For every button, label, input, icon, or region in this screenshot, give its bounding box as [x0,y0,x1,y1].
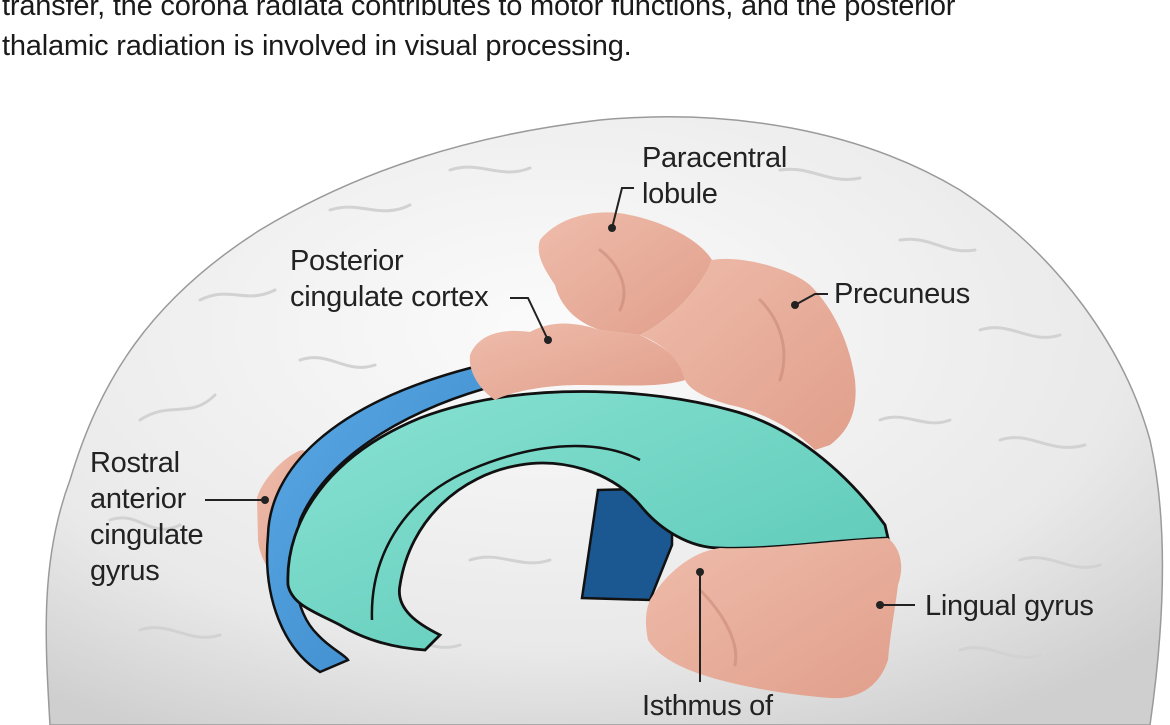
leader-lines [205,187,915,682]
salmon-shading [598,248,786,667]
brain-gyri-texture [108,165,1102,659]
leader-paracentral [611,187,634,229]
intro-text: transfer, the corona radiata contributes… [2,0,1162,66]
lingual-gyrus-shape [645,538,902,699]
leader-posterior-cingulate [510,297,549,341]
teal-arch-inner-line [370,444,641,621]
paracentral-lobule-shape [538,212,712,335]
leader-dots [261,224,884,609]
intro-line-2: thalamic radiation is involved in visual… [2,30,632,62]
teal-arch-shape [286,390,890,652]
label-rostral-anterior-cingulate-gyrus: Rostral anterior cingulate gyrus [90,447,204,587]
label-isthmus: Isthmus of [642,690,773,722]
intro-line-1: transfer, the corona radiata contributes… [2,0,956,22]
label-paracentral-lobule: Paracentral lobule [642,142,787,210]
label-posterior-cingulate-cortex: Posterior cingulate cortex [290,245,489,313]
label-precuneus: Precuneus [834,278,970,310]
label-lingual-gyrus: Lingual gyrus [925,590,1094,622]
posterior-cingulate-shape [469,323,685,400]
precuneus-shape [640,258,856,450]
leader-precuneus [794,293,828,306]
